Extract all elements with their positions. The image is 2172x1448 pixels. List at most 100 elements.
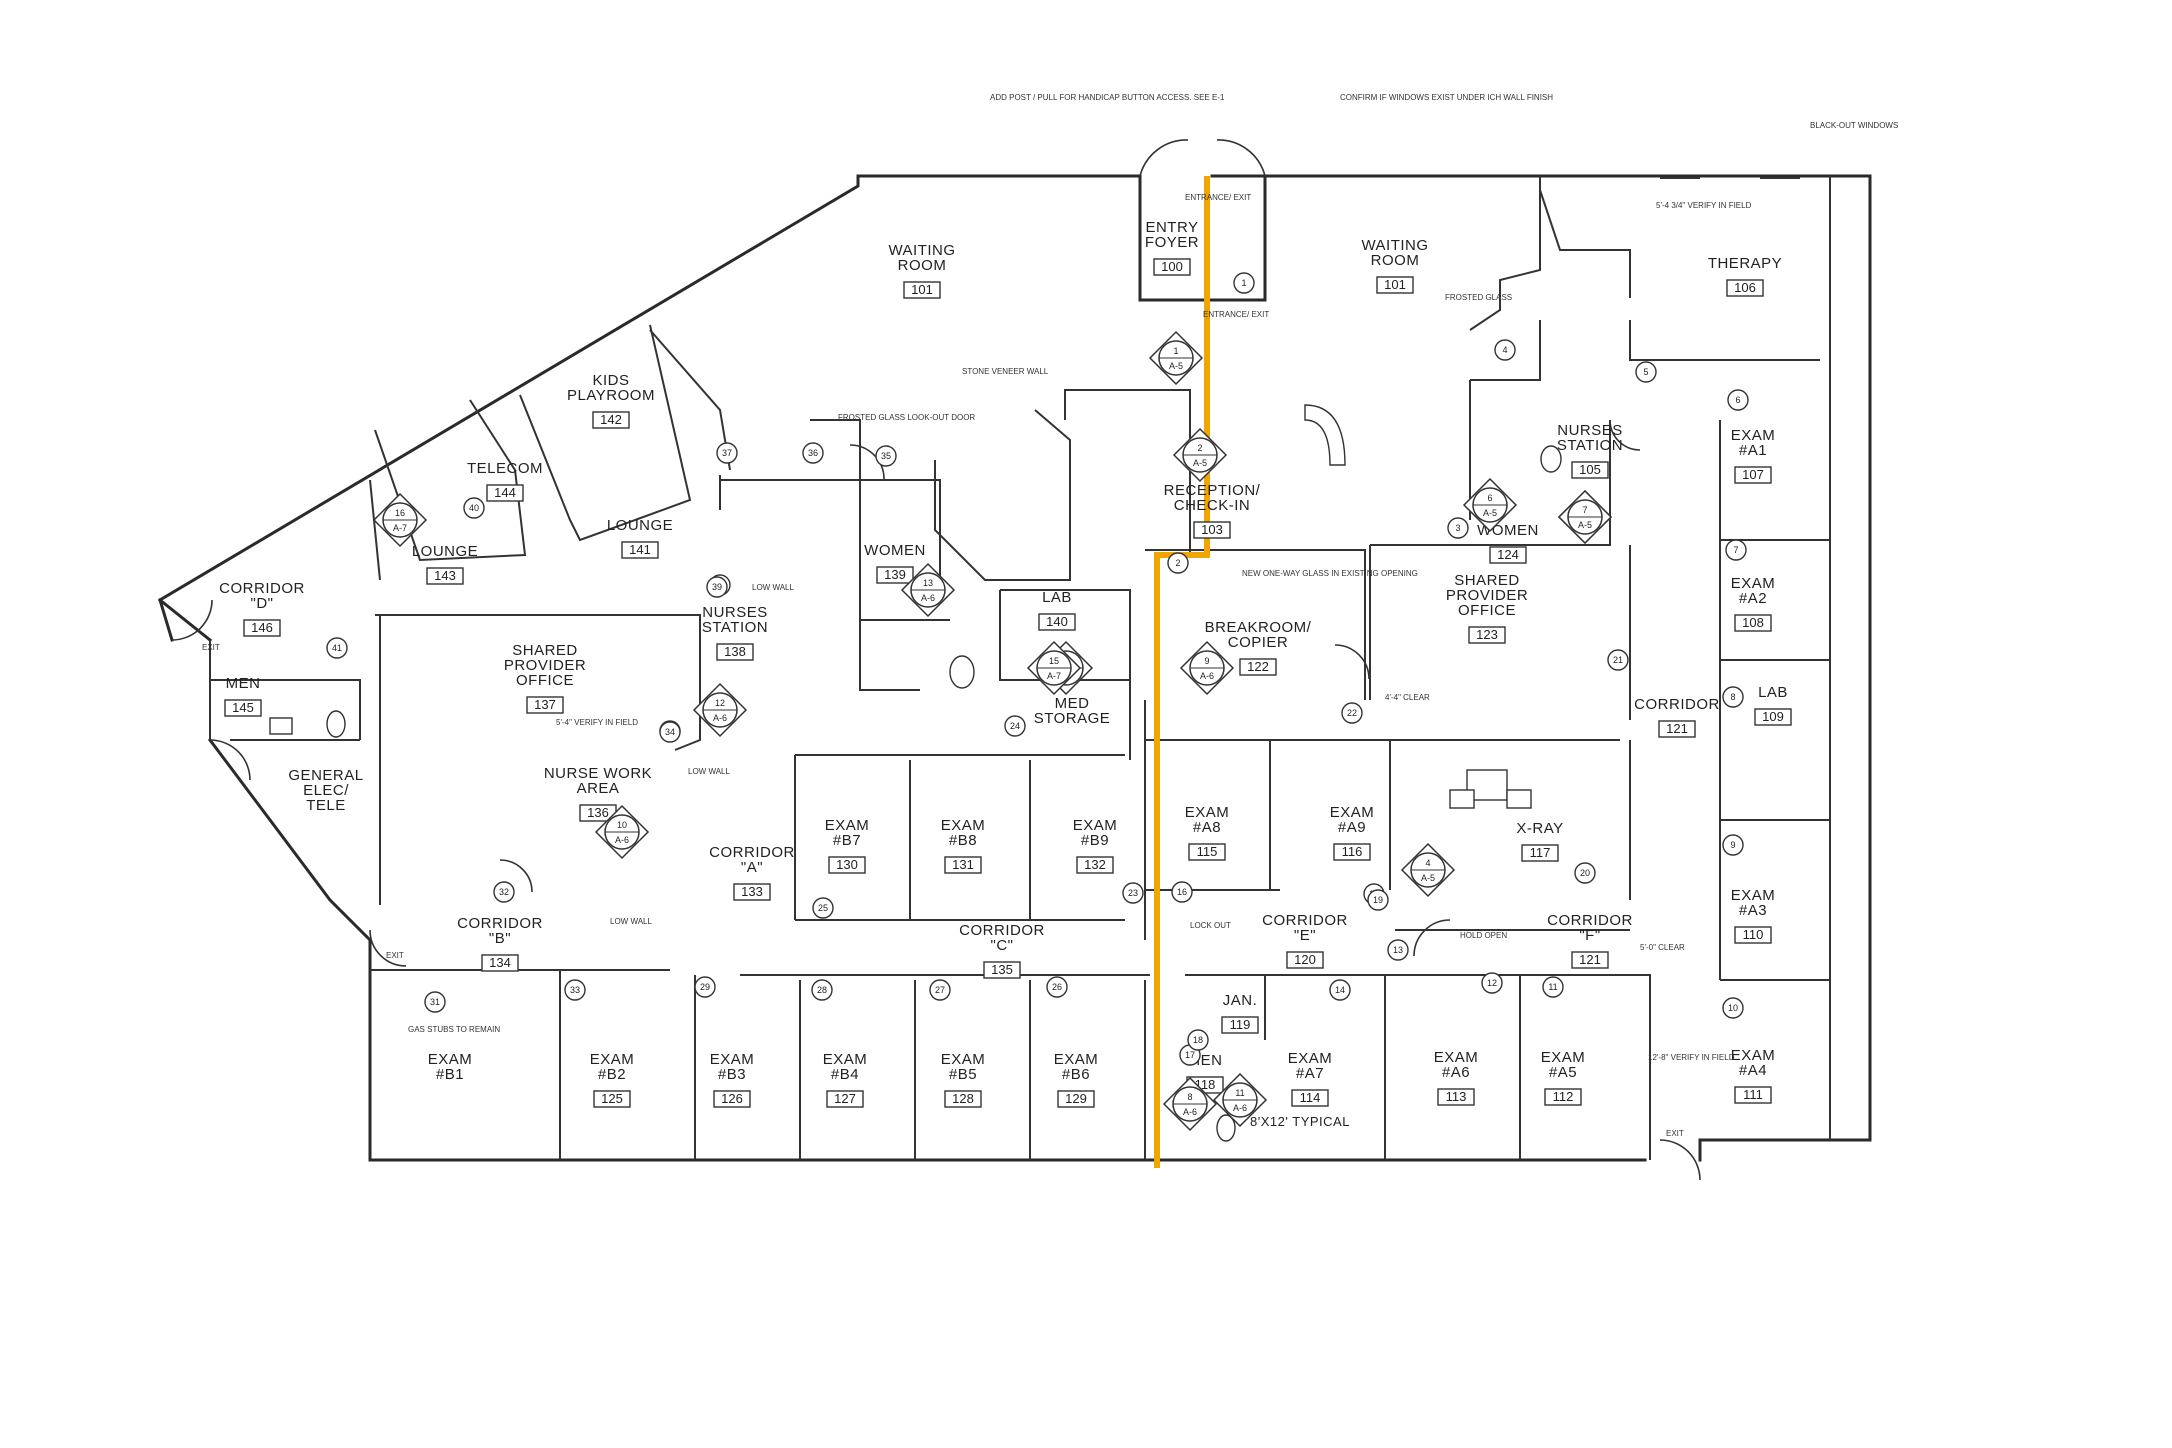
section-marker-sheet: A-6 [713, 713, 727, 723]
room-label: #B2 [598, 1066, 626, 1083]
door-tag-number: 31 [430, 997, 440, 1007]
door-tag: 31 [424, 991, 446, 1013]
room-label: ELEC/ [303, 782, 349, 799]
room-number: 143 [434, 568, 456, 583]
door-tag-number: 39 [712, 582, 722, 592]
door-tag-number: 28 [817, 985, 827, 995]
door-tag-number: 21 [1613, 655, 1623, 665]
room-number: 121 [1579, 952, 1601, 967]
note-clear-1: 4'-4" CLEAR [1385, 693, 1430, 702]
door-tags: 1234567891011121314151617181920212223242… [326, 272, 1749, 1066]
room-number: 112 [1553, 1089, 1574, 1104]
note-clear-2: 5'-0" CLEAR [1640, 943, 1685, 952]
room-number-box [876, 566, 914, 584]
room-label: EXAM [1731, 575, 1776, 592]
door-tag-number: 27 [935, 985, 945, 995]
door-tag: 34 [659, 721, 681, 743]
section-marker-sheet: A-7 [1047, 671, 1061, 681]
room-label: CORRIDOR [457, 915, 543, 932]
room-number: 138 [724, 644, 746, 659]
section-marker-sheet: A-5 [1169, 361, 1183, 371]
room-label: LOUNGE [607, 517, 673, 534]
room-number: 106 [1734, 280, 1756, 295]
door-tag-number: 13 [1393, 945, 1403, 955]
door-tag: 16 [1171, 881, 1193, 903]
door-tag: 25 [812, 897, 834, 919]
room-label: WAITING [888, 242, 955, 259]
room-label: EXAM [1434, 1049, 1479, 1066]
door-swings [171, 139, 1701, 1181]
room-number-box [1521, 844, 1559, 862]
door-tag: 2 [1167, 552, 1189, 574]
door-tag-number: 40 [469, 503, 479, 513]
room-label: "D" [251, 595, 274, 612]
room-number-box [716, 643, 754, 661]
section-marker: 15A-7 [1026, 640, 1082, 696]
room-number-box [1734, 466, 1772, 484]
section-marker-sheet: A-6 [921, 593, 935, 603]
door-tag-number: 7 [1733, 545, 1738, 555]
note-verify-field-right: 5'-4 3/4" VERIFY IN FIELD [1656, 201, 1752, 210]
room-lab-med: LABLAB140 [1038, 589, 1076, 631]
room-number: 116 [1342, 844, 1363, 859]
room-number-box [826, 1090, 864, 1108]
room-number: 140 [1046, 614, 1068, 629]
note-typical: 8'X12' TYPICAL [1250, 1114, 1350, 1129]
door-tag: 29 [694, 976, 716, 998]
door-tag-circle [564, 979, 586, 1001]
note-entrance-exit-top: ENTRANCE/ EXIT [1185, 193, 1251, 202]
room-label: NURSES [702, 604, 768, 621]
room-number: 135 [991, 962, 1013, 977]
note-frosted-glass-left: FROSTED GLASS LOOK-OUT DOOR [838, 413, 975, 422]
room-number: 111 [1743, 1087, 1763, 1102]
door-tag: 14 [1329, 979, 1351, 1001]
room-number: 146 [251, 620, 273, 635]
room-label: CORRIDOR [1547, 912, 1633, 929]
section-marker-sheet: A-5 [1578, 520, 1592, 530]
door-tag: 1 [1233, 272, 1255, 294]
section-marker-sheet: A-5 [1483, 508, 1497, 518]
note-handicap-button: ADD POST / PULL FOR HANDICAP BUTTON ACCE… [990, 93, 1225, 102]
room-label: WAITING [1361, 237, 1428, 254]
room-label: EXAM [1731, 427, 1776, 444]
note-one-way-glass: NEW ONE-WAY GLASS IN EXISTING OPENING [1242, 569, 1418, 578]
section-marker-number: 11 [1235, 1088, 1244, 1098]
door-tag-circle [1725, 539, 1747, 561]
room-label: #B3 [718, 1066, 746, 1083]
room-label: #B6 [1062, 1066, 1090, 1083]
section-marker-number: 13 [923, 578, 933, 588]
room-lab-right: LABLAB109 [1754, 684, 1792, 726]
note-low-wall-2: LOW WALL [688, 767, 730, 776]
door-tag-circle [929, 979, 951, 1001]
room-label: EXAM [590, 1051, 635, 1068]
section-marker: 9A-6 [1179, 640, 1235, 696]
section-marker-sheet: A-6 [1183, 1107, 1197, 1117]
room-label: EXAM [1185, 804, 1230, 821]
room-number-box [944, 856, 982, 874]
door-tag-circle [659, 721, 681, 743]
room-number-box [713, 1090, 751, 1108]
section-marker-sheet: A-5 [1421, 873, 1435, 883]
door-tag: 37 [716, 442, 738, 464]
room-label: #B5 [949, 1066, 977, 1083]
room-number-box [944, 1090, 982, 1108]
door-tag-circle [1607, 649, 1629, 671]
section-marker-number: 1 [1173, 346, 1178, 356]
room-number: 114 [1300, 1090, 1321, 1105]
note-entrance-exit-mid: ENTRANCE/ EXIT [1203, 310, 1269, 319]
room-number-box [1734, 926, 1772, 944]
room-number-box [1754, 708, 1792, 726]
room-number: 144 [494, 485, 516, 500]
room-number-box [1188, 843, 1226, 861]
door-tag-number: 37 [722, 448, 732, 458]
door-tag-circle [1574, 862, 1596, 884]
